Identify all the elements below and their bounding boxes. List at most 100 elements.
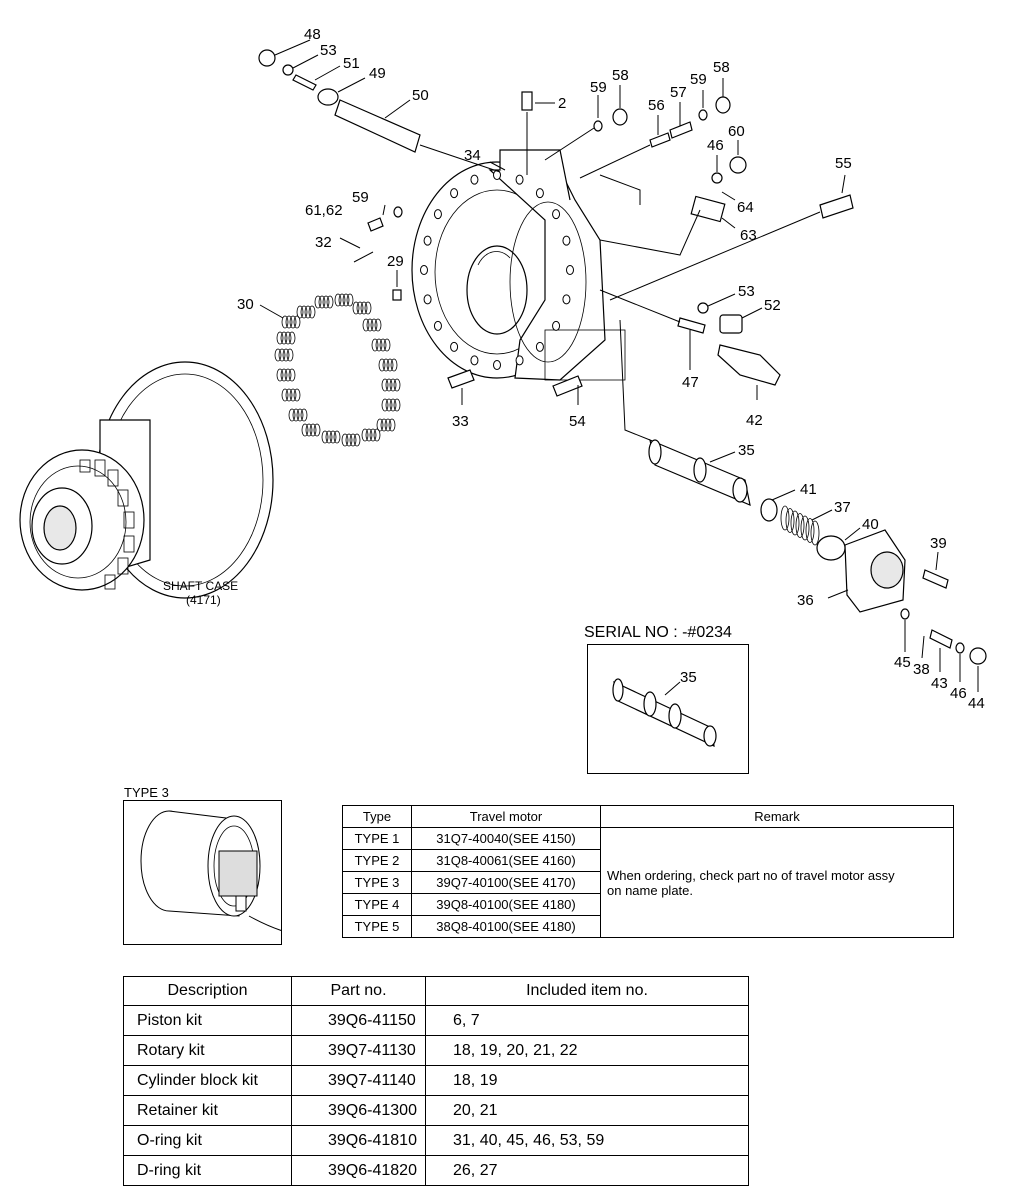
spring-coil (795, 513, 805, 538)
bolt-hole (562, 294, 571, 305)
kit-part-no: 39Q7-41140 (291, 1065, 426, 1096)
spring-coil (379, 338, 387, 352)
label-59-c: 59 (352, 189, 369, 206)
spring-coil (278, 348, 286, 362)
small-parts-top-right (521, 91, 854, 386)
spring-coil (364, 301, 372, 315)
bolt-hole (493, 360, 501, 370)
spring-coil (381, 398, 389, 412)
type3-title: TYPE 3 (124, 785, 169, 800)
spring-coil (370, 318, 378, 332)
spring-coil (305, 423, 313, 437)
motor-cell: 38Q8-40100(SEE 4180) (411, 915, 601, 938)
travel-motor-type-table: Type Travel motor Remark TYPE 1 31Q7-400… (342, 805, 954, 938)
spring-coil (281, 315, 289, 329)
relief-valve-parts (619, 319, 987, 665)
serial-detail-spool (612, 678, 717, 747)
label-2: 2 (558, 95, 566, 112)
spring-coil (385, 378, 393, 392)
part-number-labels: 48 53 51 49 50 2 59 58 56 57 59 58 60 46… (237, 26, 985, 712)
label-60: 60 (728, 123, 745, 140)
spring-coil (288, 408, 296, 422)
remark-header: Remark (600, 805, 954, 828)
type-cell: TYPE 5 (342, 915, 412, 938)
motor-cell: 31Q8-40061(SEE 4160) (411, 849, 601, 872)
spring-coil (393, 378, 401, 392)
spring-coil (386, 358, 394, 372)
kit-description: D-ring kit (123, 1155, 292, 1186)
spring-coil (281, 388, 289, 402)
label-33: 33 (452, 413, 469, 430)
spring-coil (286, 348, 294, 362)
label-48: 48 (304, 26, 321, 43)
spring-coil (300, 305, 308, 319)
bolt-hole (470, 174, 479, 185)
spring-coil (365, 428, 373, 442)
spring-coil (360, 301, 368, 315)
spring-set-30 (274, 293, 401, 447)
spring-coil (334, 293, 342, 307)
spring-coil (313, 423, 321, 437)
remark-line-1: When ordering, check part no of travel m… (607, 867, 895, 883)
spring-coil (349, 433, 357, 447)
label-35: 35 (738, 442, 755, 459)
label-45: 45 (894, 654, 911, 671)
bolt-hole (423, 294, 432, 305)
spring-coil (301, 423, 309, 437)
type-cell: TYPE 3 (342, 871, 412, 894)
leader-lines (259, 39, 979, 696)
table-row: Retainer kit 39Q6-41300 20, 21 (123, 1095, 749, 1126)
spring-coil (366, 318, 374, 332)
bolt-hole (566, 265, 574, 275)
spring-coil (352, 301, 360, 315)
spring-coil (383, 338, 391, 352)
kit-part-no: 39Q6-41150 (291, 1005, 426, 1036)
table-row: Piston kit 39Q6-41150 6, 7 (123, 1005, 749, 1036)
spring-coil (284, 368, 292, 382)
spring-coil (318, 295, 326, 309)
spring-coil (810, 520, 820, 546)
table-row: D-ring kit 39Q6-41820 26, 27 (123, 1155, 749, 1186)
type-cell: TYPE 4 (342, 893, 412, 916)
spring-coil (375, 338, 383, 352)
type-cell: TYPE 2 (342, 849, 412, 872)
spring-coil (346, 293, 354, 307)
label-46-bottom: 46 (950, 685, 967, 702)
spring-coil (276, 368, 284, 382)
label-59-a: 59 (590, 79, 607, 96)
kit-description: O-ring kit (123, 1125, 292, 1156)
spring-coil (288, 331, 296, 345)
table-row: TYPE 3 39Q7-40100(SEE 4170) (342, 871, 954, 894)
label-47: 47 (682, 374, 699, 391)
label-57: 57 (670, 84, 687, 101)
kit-items: 31, 40, 45, 46, 53, 59 (425, 1125, 749, 1156)
label-40: 40 (862, 516, 879, 533)
spring-coil (345, 433, 353, 447)
spring-coil (371, 338, 379, 352)
remark-line-2: on name plate. (607, 882, 694, 898)
kit-items: 18, 19 (425, 1065, 749, 1096)
kit-table: Description Part no. Included item no. P… (123, 976, 749, 1186)
label-46-top: 46 (707, 137, 724, 154)
label-43: 43 (931, 675, 948, 692)
label-64: 64 (737, 199, 754, 216)
spring-coil (276, 331, 284, 345)
spring-coil (805, 518, 815, 543)
spring-coil (393, 398, 401, 412)
spring-coil (361, 428, 369, 442)
bolt-hole (433, 209, 442, 220)
exploded-parts-diagram: SHAFT CASE (4171) (19, 26, 987, 747)
spring-coil (381, 378, 389, 392)
spring-coil (308, 305, 316, 319)
kit-description: Rotary kit (123, 1035, 292, 1066)
kit-items: 26, 27 (425, 1155, 749, 1186)
label-35-serial: 35 (680, 669, 697, 686)
kit-description: Retainer kit (123, 1095, 292, 1126)
kit-description: Piston kit (123, 1005, 292, 1036)
kit-part-no: 39Q6-41300 (291, 1095, 426, 1126)
spring-coil (329, 430, 337, 444)
label-29: 29 (387, 253, 404, 270)
spring-coil (369, 428, 377, 442)
spring-coil (790, 510, 800, 536)
small-parts-top (258, 49, 501, 173)
